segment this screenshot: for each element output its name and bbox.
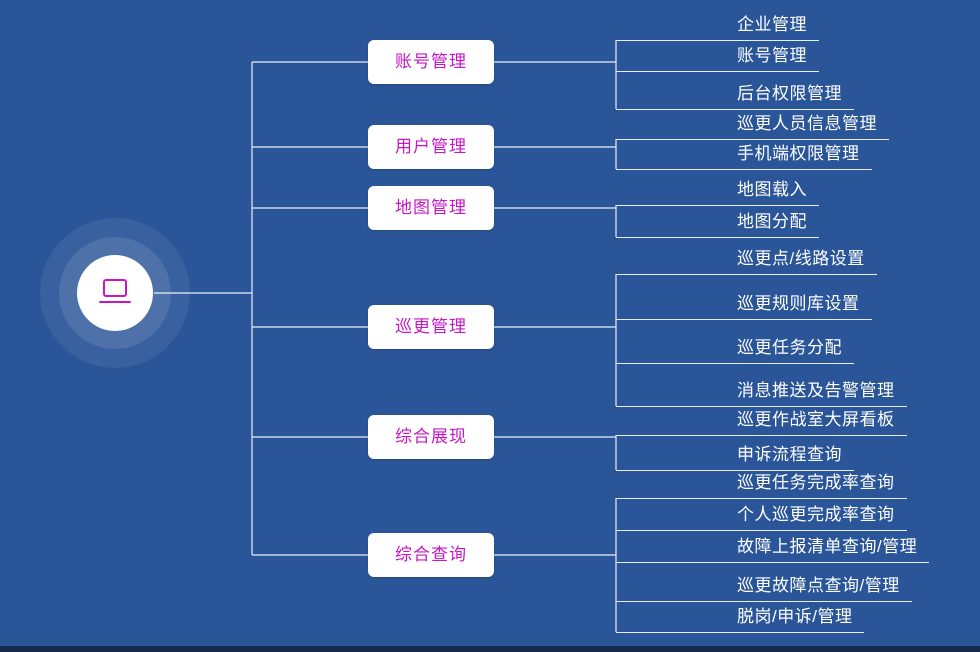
leaf-account-management: 账号管理 [616, 45, 819, 72]
laptop-icon [99, 279, 131, 303]
branch-user-management: 用户管理 [368, 125, 494, 169]
branch-map-management: 地图管理 [368, 186, 494, 230]
branch-comprehensive-display: 综合展现 [368, 415, 494, 459]
leaf-appeal-process-query: 申诉流程查询 [616, 444, 854, 471]
leaf-personal-completion-query: 个人巡更完成率查询 [616, 504, 907, 531]
branch-patrol-management: 巡更管理 [368, 305, 494, 349]
leaf-mobile-permission: 手机端权限管理 [616, 143, 872, 170]
leaf-patrol-fault-point-query: 巡更故障点查询/管理 [616, 575, 912, 602]
leaf-patrol-personnel-info: 巡更人员信息管理 [616, 113, 889, 140]
leaf-backend-permission: 后台权限管理 [616, 83, 854, 110]
leaf-patrol-war-room-dashboard: 巡更作战室大屏看板 [616, 409, 907, 436]
leaf-map-loading: 地图载入 [616, 179, 819, 206]
branch-account-management: 账号管理 [368, 40, 494, 84]
leaf-fault-report-list-query: 故障上报清单查询/管理 [616, 536, 930, 563]
leaf-map-allocation: 地图分配 [616, 211, 819, 238]
leaf-patrol-task-completion-query: 巡更任务完成率查询 [616, 472, 907, 499]
leaf-off-post-appeal-management: 脱岗/申诉/管理 [616, 606, 865, 633]
bottom-edge-strip [0, 646, 980, 652]
leaf-patrol-point-route-setting: 巡更点/线路设置 [616, 248, 877, 275]
leaf-patrol-task-allocation: 巡更任务分配 [616, 337, 854, 364]
branch-comprehensive-query: 综合查询 [368, 533, 494, 577]
leaf-patrol-rule-library: 巡更规则库设置 [616, 293, 872, 320]
leaf-enterprise-management: 企业管理 [616, 14, 819, 41]
leaf-message-push-alarm: 消息推送及告警管理 [616, 380, 907, 407]
root-node [77, 255, 153, 331]
